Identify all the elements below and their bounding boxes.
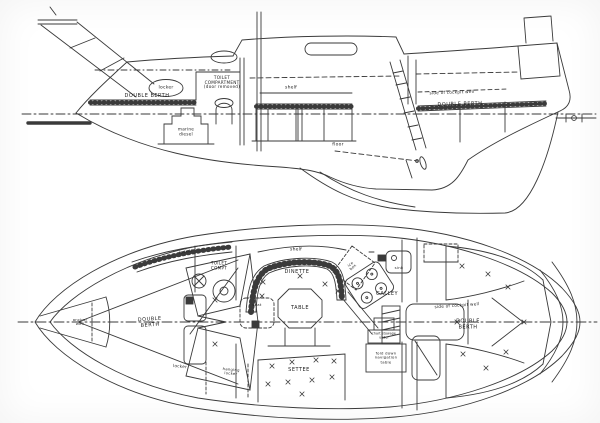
quarter-berth-profile [415,59,548,143]
label-anchor-well: anchor well [72,316,88,326]
engine-icon [157,107,215,145]
anchor-well-lines [39,296,111,348]
label-table: TABLE [291,305,309,312]
label-floor-profile: floor [332,142,344,148]
label-shelf-profile: shelf [284,85,298,91]
label-nav-note: chart stowage under [371,331,397,339]
label-shelf-plan: shelf [289,247,303,253]
locker-bubble [148,79,184,97]
toilet-profile-icon [214,98,234,125]
cabin-window-main [304,42,358,56]
label-hanging-locker: hanging locker [222,366,241,377]
dinette-settee [245,245,347,315]
stove-icon [344,261,395,309]
hull-profile-outline [75,55,561,214]
fwd-locker-band [131,241,234,273]
waterline [21,113,597,125]
label-double-berth-fwd-profile: DOUBLE BERTH [124,93,170,100]
bow-pulpit-icon [37,6,155,98]
plan-view [17,224,598,420]
settee-aft [205,353,346,403]
label-marine-diesel: marine diesel [177,126,195,136]
mast [256,11,262,152]
quarter-berth-plan [445,245,552,399]
port-lockers [183,294,207,365]
label-double-berth-fwd-plan: DOUBLE BERTH [137,315,162,329]
label-locker-profile: locker [158,85,174,91]
label-sink: sink [394,264,404,270]
cabin-window-fwd [210,50,238,64]
label-double-berth-aft-plan: DOUBLE BERTH [456,318,480,330]
ice-box [332,245,376,291]
companionway-ladder-icon [389,59,427,151]
label-seat: seat [252,301,262,307]
profile-view [21,6,597,214]
saloon-interior-profile [249,75,401,142]
propeller-icon [334,150,427,179]
toilet-plan-icon [191,273,236,303]
tuft-x-marks [212,263,527,397]
table-icon [267,288,331,347]
label-galley: GALLEY [375,291,399,298]
keel-line [299,111,559,214]
cockpit-well [405,303,465,341]
label-nav-table: fold down navigation table [374,350,398,365]
label-toilet-compt: TOILET COMPT [210,260,228,270]
label-dinette: DINETTE [284,269,310,276]
galley-counter [341,243,459,335]
coachroof [210,35,519,64]
stern-profile [407,15,571,112]
sink-icon [368,250,412,274]
fwd-interior-profile [88,57,245,146]
label-toilet-compartment: TOILET COMPARTMENT (door removed) [203,74,241,90]
aft-bulkheads [401,237,418,411]
label-settee: SETTEE [288,367,310,374]
nav-table-box [365,317,441,381]
